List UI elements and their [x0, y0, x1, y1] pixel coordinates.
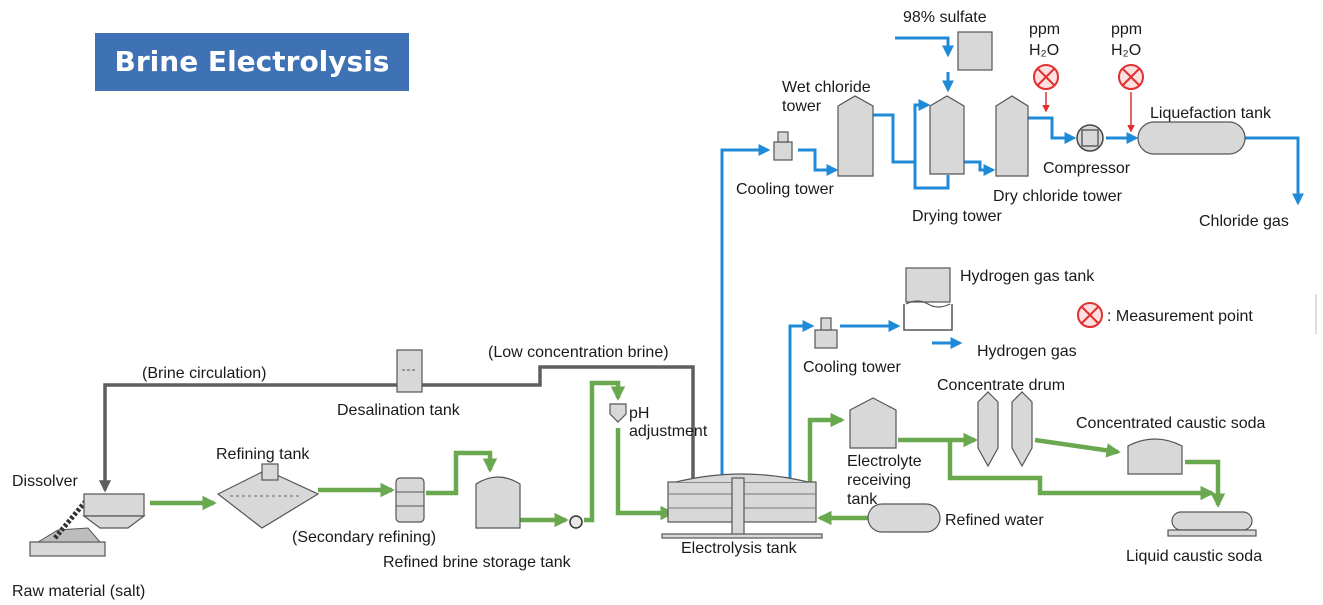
label-compressor: Compressor: [1043, 160, 1131, 177]
label-h2o-2: H₂O: [1111, 42, 1141, 59]
compressor: [1076, 124, 1104, 152]
label-h2o-1: H₂O: [1029, 42, 1059, 59]
refined-brine-storage-tank: [475, 476, 521, 529]
cooling-tower-bottom: [814, 317, 838, 349]
label-measurement-point: : Measurement point: [1107, 308, 1253, 325]
refined-water-tank: [867, 503, 941, 533]
label-hydrogen-gas: Hydrogen gas: [977, 343, 1077, 360]
label-secondary-refining: (Secondary refining): [292, 529, 436, 546]
label-ppm-1: ppm: [1029, 21, 1060, 38]
label-concentrated-caustic-soda: Concentrated caustic soda: [1076, 415, 1266, 432]
label-refining-tank: Refining tank: [216, 446, 310, 463]
concentrate-drum: [977, 391, 1033, 468]
label-electrolyte-2: receiving: [847, 472, 911, 489]
label-electrolyte-3: tank: [847, 491, 878, 508]
page-title: Brine Electrolysis: [95, 33, 409, 91]
label-brine-circulation: (Brine circulation): [142, 365, 266, 382]
label-concentrate-drum: Concentrate drum: [937, 377, 1065, 394]
dissolver-tank: [82, 493, 146, 529]
label-desalination-tank: Desalination tank: [337, 402, 461, 419]
measurement-lines: [1042, 92, 1135, 133]
label-ppm-2: ppm: [1111, 21, 1142, 38]
label-electrolyte-1: Electrolyte: [847, 453, 922, 470]
sulfate-tank: [957, 31, 993, 71]
liquefaction-tank: [1137, 121, 1246, 155]
measurement-point-icon: [1033, 64, 1059, 90]
salt-conveyor: [53, 500, 87, 540]
label-ph-adjustment: adjustment: [629, 423, 708, 440]
label-chloride-gas: Chloride gas: [1199, 213, 1289, 230]
measurement-point-icon: [1077, 302, 1103, 328]
label-hydrogen-gas-tank: Hydrogen gas tank: [960, 268, 1095, 285]
label-refined-water: Refined water: [945, 512, 1044, 529]
label-wet-chloride-tower-2: tower: [782, 98, 822, 115]
electrolyte-receiving-tank: [849, 397, 897, 449]
chlorine-flow-lines: [720, 36, 1304, 488]
cooling-tower-top: [773, 131, 793, 161]
label-dissolver: Dissolver: [12, 473, 78, 490]
raw-material-heap: [29, 527, 106, 557]
label-ph: pH: [629, 405, 649, 422]
label-liquid-caustic-soda: Liquid caustic soda: [1126, 548, 1262, 565]
secondary-refining-filter: [395, 477, 425, 523]
brine-circulation-line: [98, 365, 695, 493]
label-raw-material: Raw material (salt): [12, 583, 145, 600]
drying-tower: [929, 95, 965, 175]
label-dry-chloride-tower: Dry chloride tower: [993, 188, 1123, 205]
electrolysis-tank: [661, 473, 823, 539]
label-cooling-tower-top: Cooling tower: [736, 181, 835, 198]
ph-adjustment-vessel: [609, 403, 627, 423]
concentrated-caustic-soda-tank: [1127, 438, 1183, 475]
hydrogen-gas-tank: [903, 267, 953, 331]
label-cooling-tower-bottom: Cooling tower: [803, 359, 902, 376]
brine-pump: [569, 515, 583, 529]
label-electrolysis-tank: Electrolysis tank: [681, 540, 798, 557]
label-wet-chloride-tower-1: Wet chloride: [782, 79, 871, 96]
label-liquefaction-tank: Liquefaction tank: [1150, 105, 1272, 122]
brine-flow-lines: [150, 380, 1226, 528]
label-sulfate: 98% sulfate: [903, 9, 987, 26]
liquid-caustic-soda-tank: [1167, 511, 1257, 537]
label-drying-tower: Drying tower: [912, 208, 1002, 225]
label-low-concentration-brine: (Low concentration brine): [488, 344, 669, 361]
label-refined-brine-storage-tank: Refined brine storage tank: [383, 554, 572, 571]
wet-chloride-tower: [837, 95, 874, 177]
desalination-tank: [396, 349, 423, 393]
measurement-point-icon: [1118, 64, 1144, 90]
refining-tank: [216, 463, 320, 529]
dry-chloride-tower: [995, 95, 1029, 177]
